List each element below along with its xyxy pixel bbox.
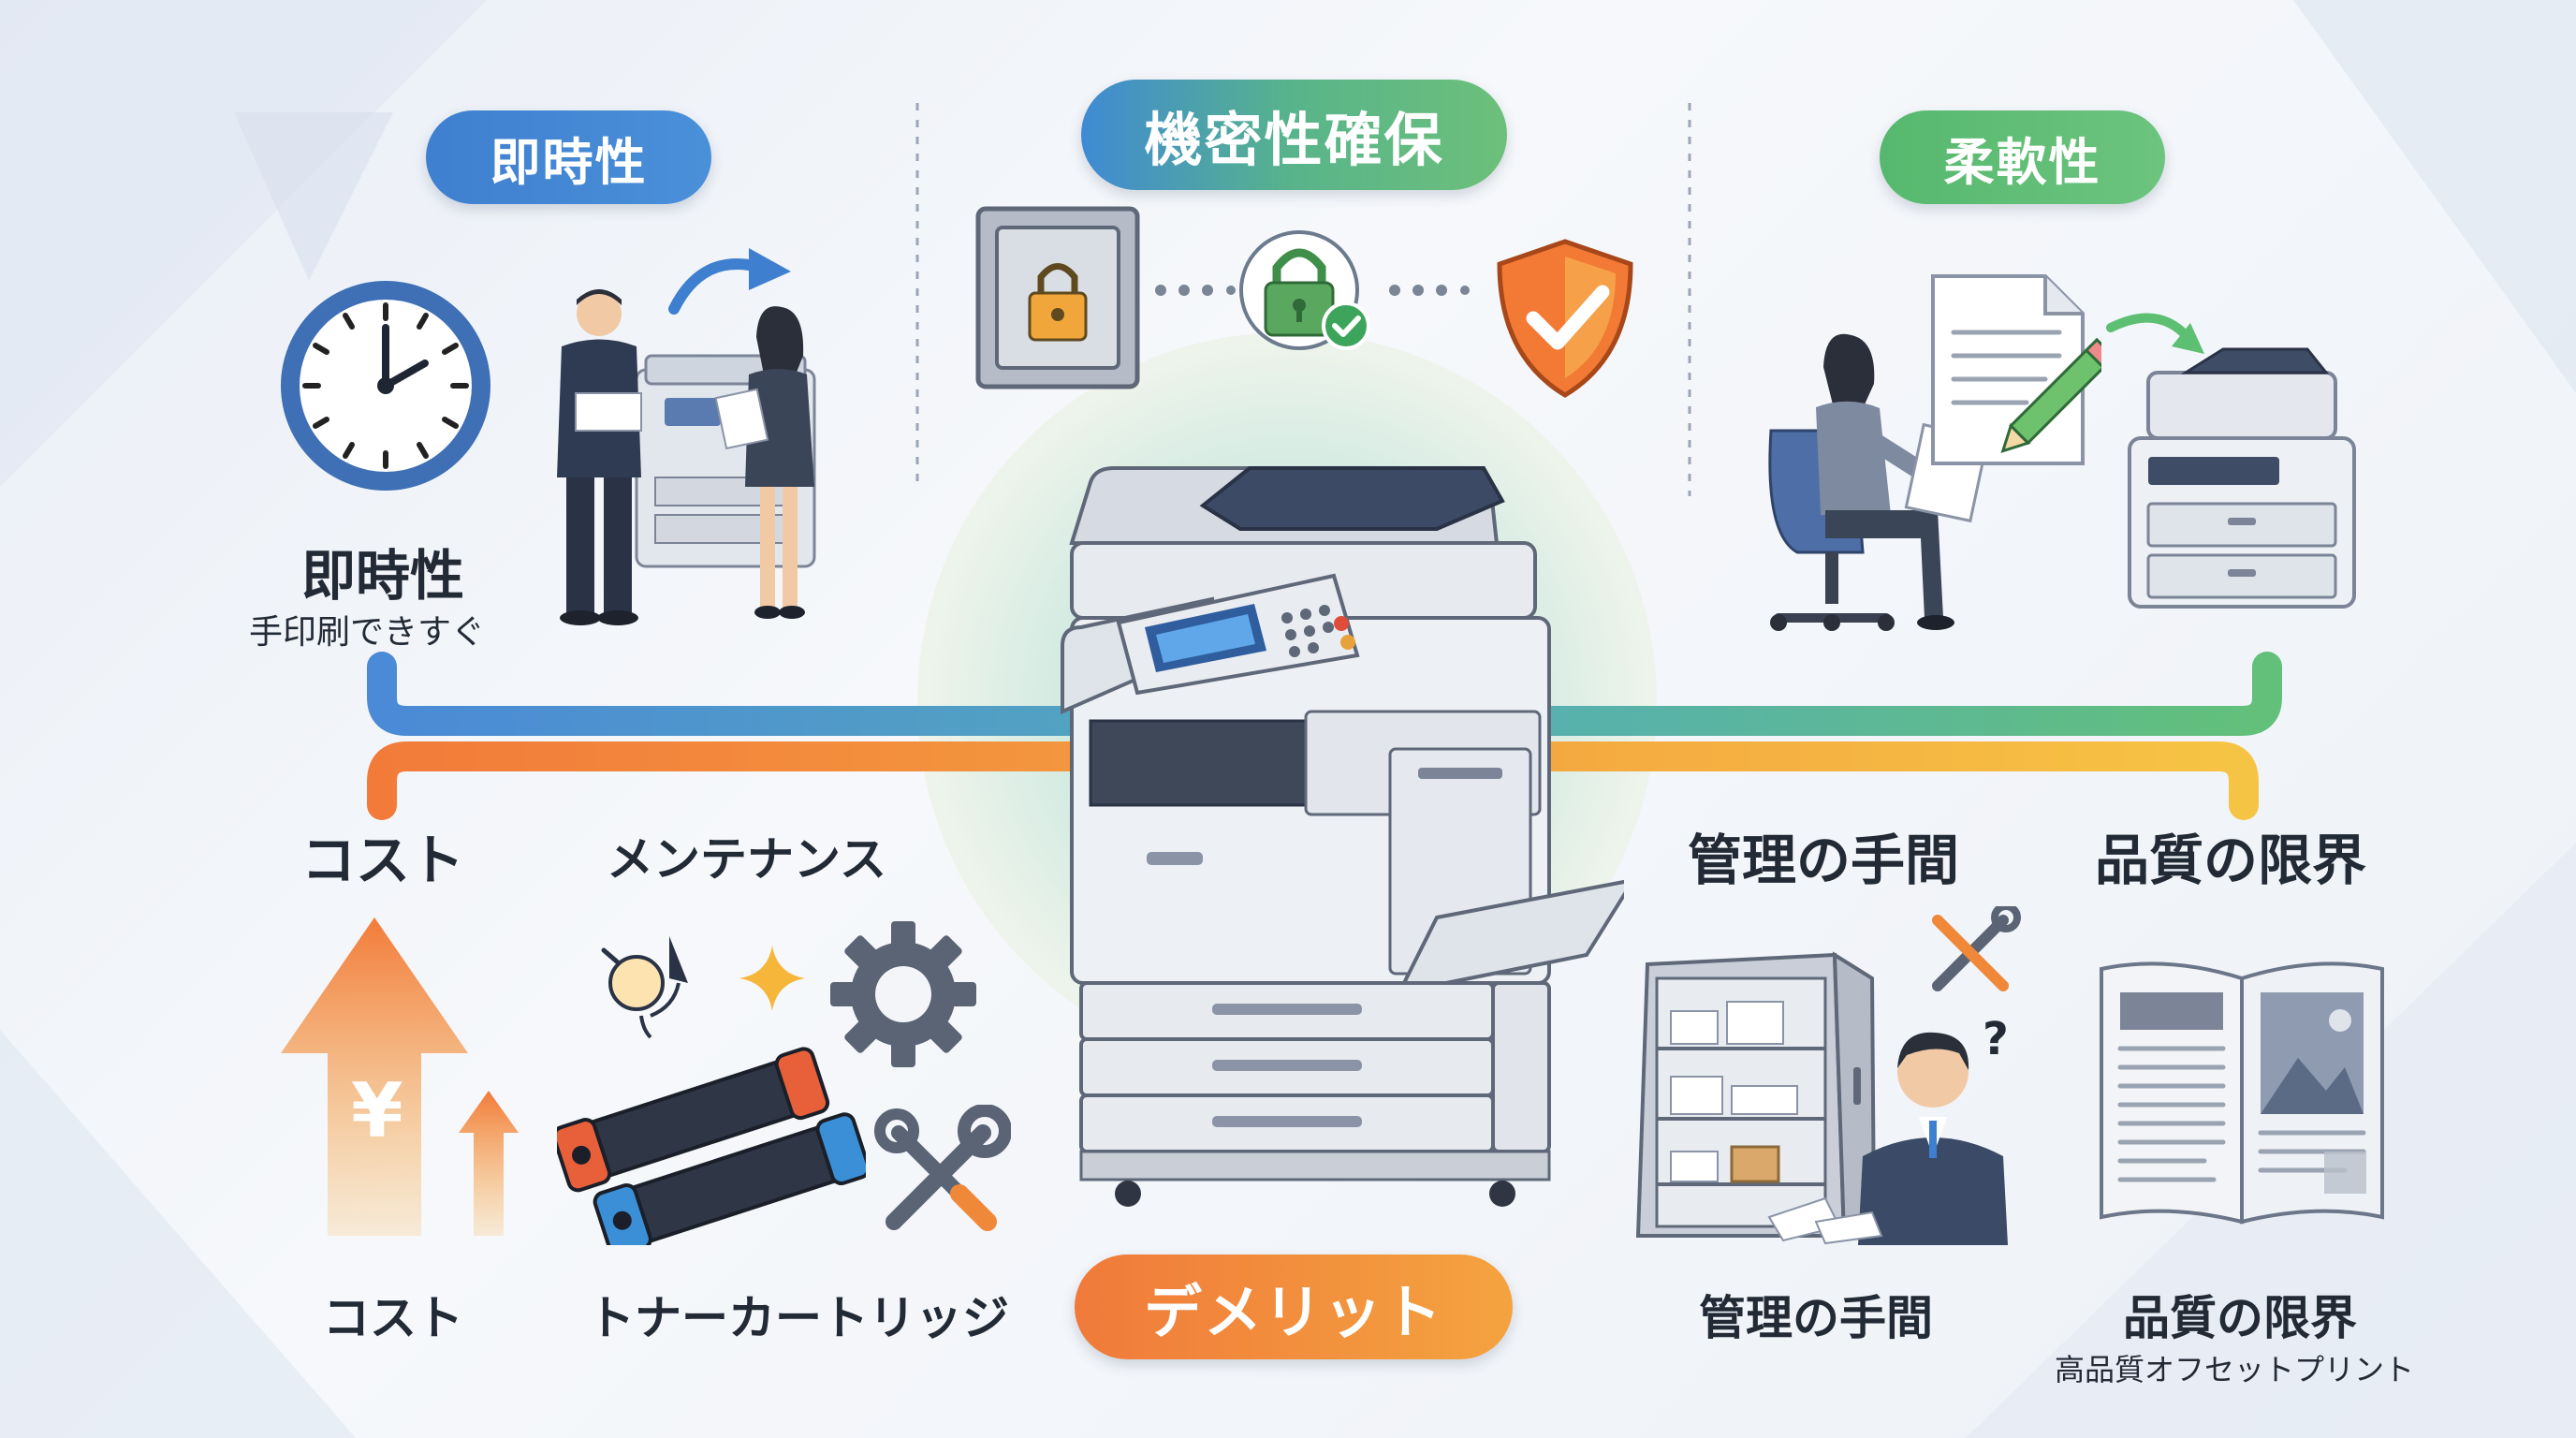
sparkle-icon [739, 946, 805, 1011]
document-edit-icon [1931, 274, 2101, 465]
cost-title: コスト [301, 829, 465, 892]
confused-manager-icon [1858, 1032, 2008, 1245]
cleaning-brush-icon [601, 936, 688, 1039]
immediacy-subtitle: 手印刷できすぐ [249, 613, 486, 652]
dots-right [1389, 285, 1470, 296]
maintenance-caption: トナーカートリッジ [588, 1291, 1009, 1345]
pill-demerit: デメリット [1075, 1255, 1513, 1359]
yen-arrow-up-icon [281, 917, 519, 1236]
dots-left [1155, 285, 1236, 296]
cabinet-icon [1635, 951, 1877, 1240]
safe-icon [975, 206, 1140, 389]
office-worker-icon [1768, 333, 1990, 631]
management-caption: 管理の手間 [1699, 1291, 1933, 1345]
cost-caption: コスト [323, 1291, 463, 1345]
handover-icon [557, 248, 816, 625]
clock-icon [281, 281, 490, 491]
toner-cartridge-icon [557, 1047, 866, 1245]
quality-caption: 品質の限界 [2123, 1291, 2357, 1345]
maintenance-title: メンテナンス [607, 832, 886, 887]
pill-flexibility: 柔軟性 [1880, 110, 2165, 204]
yen-symbol: ¥ [351, 1067, 403, 1154]
gear-icon [830, 921, 976, 1067]
padlock-check-icon [1239, 230, 1370, 350]
central-copier-icon [1061, 466, 1624, 1207]
wrench-icon [874, 1105, 1011, 1231]
tools-icon [1932, 906, 2021, 991]
shield-check-icon [1497, 239, 1633, 398]
quality-title: 品質の限界 [2095, 829, 2367, 892]
small-printer-icon [2128, 347, 2356, 609]
management-title: 管理の手間 [1688, 829, 1960, 892]
magazine-icon [2100, 961, 2384, 1225]
pill-immediacy: 即時性 [426, 110, 711, 204]
pill-confidentiality: 機密性確保 [1081, 80, 1507, 190]
flex-arrow-icon [2106, 313, 2204, 354]
quality-subtitle: 高品質オフセットプリント [2055, 1352, 2415, 1387]
scattered-papers [1767, 1196, 1883, 1245]
question-mark: ? [1983, 1013, 2009, 1065]
immediacy-title: 即時性 [301, 544, 465, 608]
